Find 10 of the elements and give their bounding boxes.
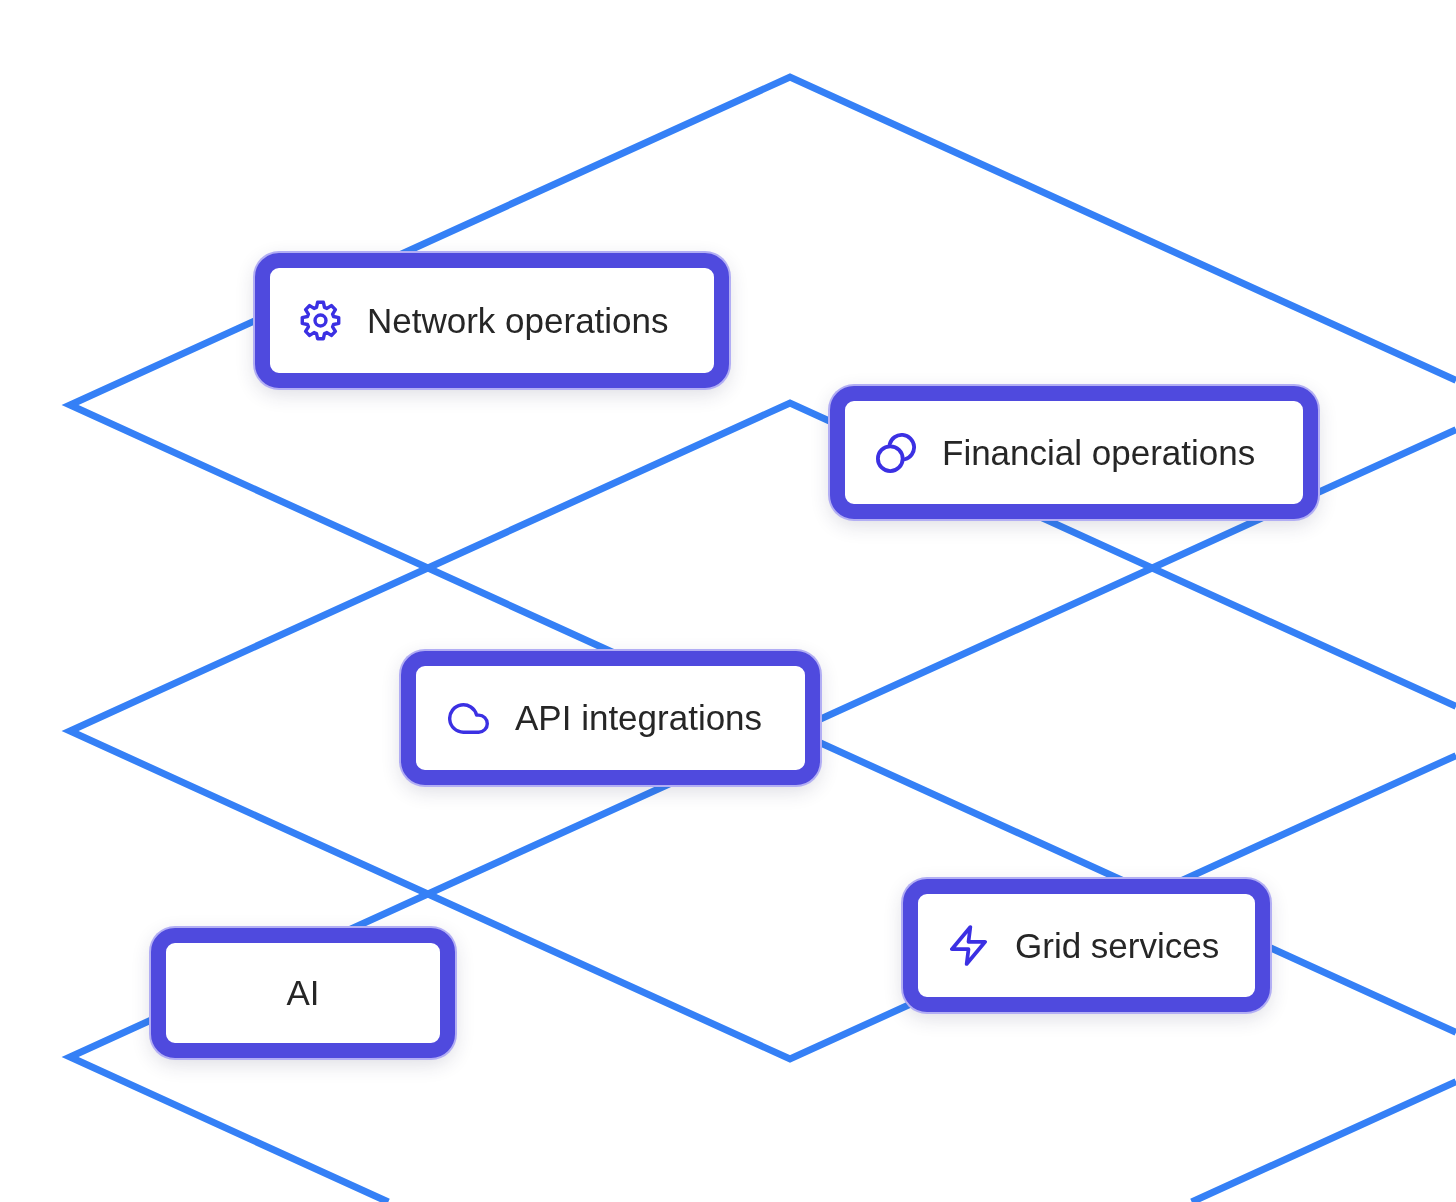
feature-card [903,879,1270,1012]
feature-card [830,386,1318,519]
card-label: Financial operations [942,431,1256,474]
feature-card [255,253,729,388]
feature-card [401,651,820,785]
card-label: AI [286,972,320,1014]
card-label: Grid services [1015,924,1220,967]
card-label: Network operations [367,299,669,342]
feature-card [151,928,455,1058]
card-label: API integrations [515,697,763,739]
